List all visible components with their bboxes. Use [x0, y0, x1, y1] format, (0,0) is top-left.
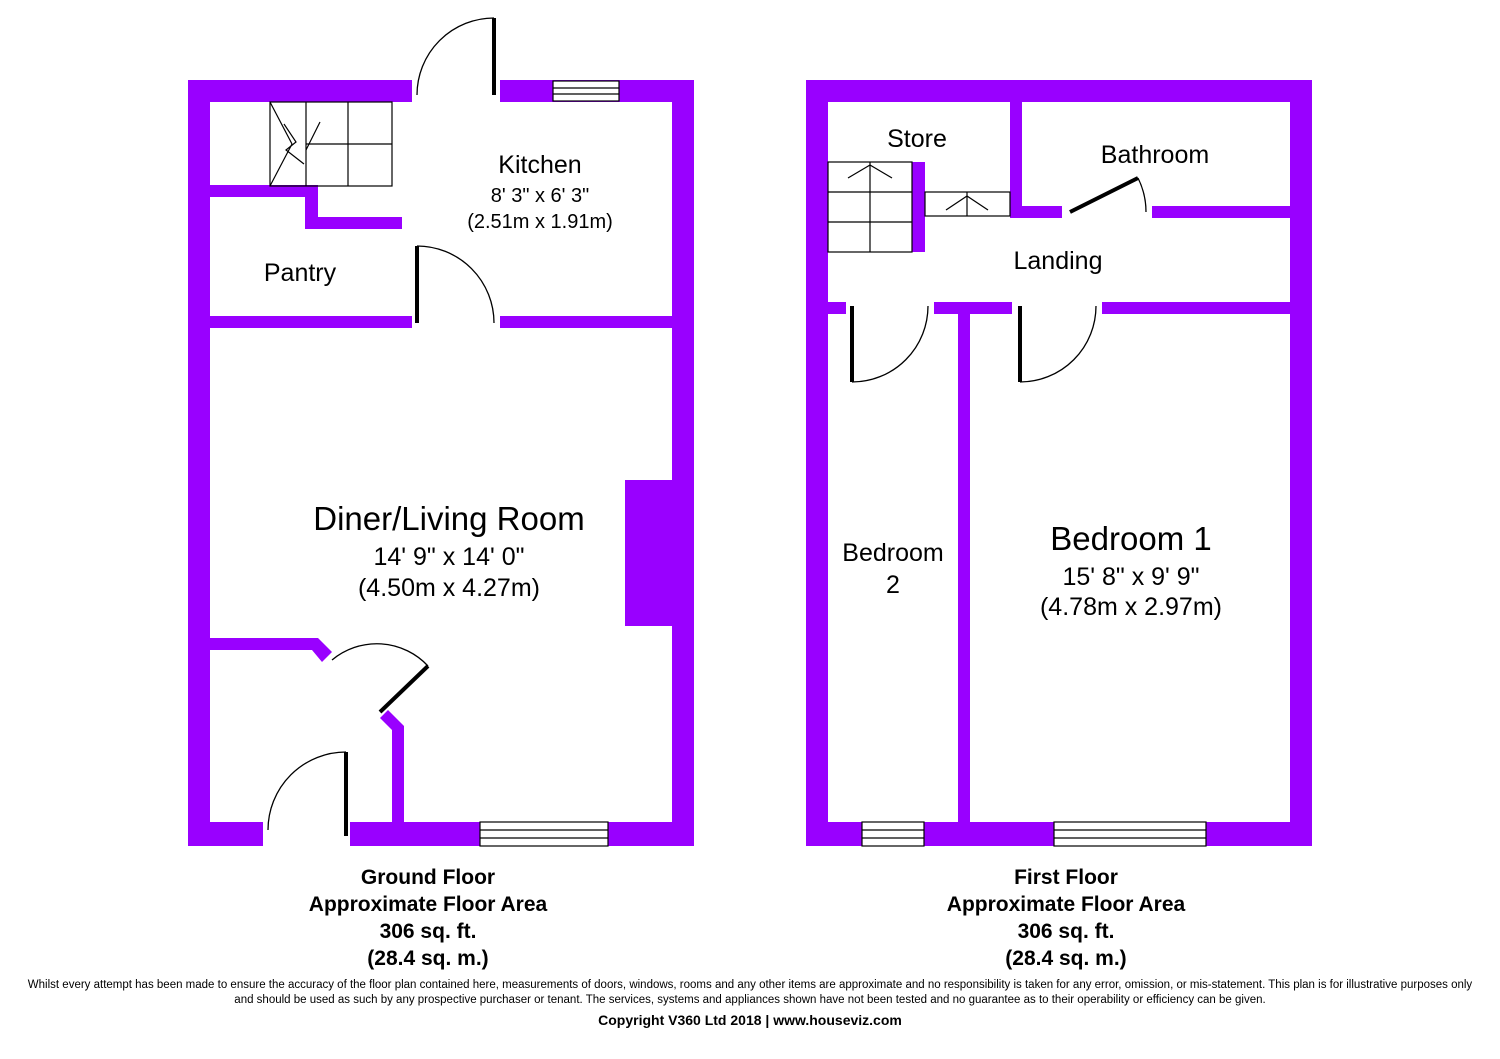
ff-wall-right [1290, 80, 1312, 846]
bedroom1-dims-imperial: 15' 8" x 9' 9" [1062, 563, 1199, 591]
first-floor-area-sqft: 306 sq. ft. [1017, 920, 1115, 943]
first-floor-area-label: Approximate Floor Area [946, 893, 1186, 916]
gf-wall-bottom-left [188, 822, 263, 846]
bedroom2-label-line1: Bedroom [842, 539, 943, 567]
gf-front-door [267, 751, 348, 836]
bedroom1-dims-metric: (4.78m x 2.97m) [1040, 593, 1222, 621]
gf-kitchen-wall [500, 316, 672, 328]
gf-porch-side-wall [380, 710, 404, 822]
ff-store-bath-wall [1010, 102, 1022, 216]
kitchen-dims-metric: (2.51m x 1.91m) [467, 211, 613, 233]
kitchen-dims-imperial: 8' 3" x 6' 3" [491, 185, 590, 207]
ground-floor-area-label: Approximate Floor Area [308, 893, 548, 916]
gf-porch-wall [210, 638, 332, 662]
ff-bath-wall-left [1010, 206, 1062, 218]
ff-landing-wall-a [828, 302, 846, 314]
ff-bedroom1-window [1053, 821, 1207, 847]
ground-floor-title: Ground Floor [360, 866, 496, 889]
first-floor-area-sqm: (28.4 sq. m.) [1005, 947, 1127, 970]
ground-floor-caption: Ground Floor Approximate Floor Area 306 … [228, 864, 628, 972]
gf-kitchen-back-door [416, 17, 496, 96]
gf-wall-right [672, 80, 694, 846]
ff-bedroom2-door [850, 305, 929, 383]
first-floor-title: First Floor [1014, 866, 1118, 889]
gf-understair-wall [210, 185, 318, 197]
bedroom1-label: Bedroom 1 [1050, 520, 1211, 557]
ff-landing-wall-b [934, 302, 1012, 314]
diner-dims-metric: (4.50m x 4.27m) [358, 574, 540, 602]
bathroom-label: Bathroom [1101, 141, 1209, 169]
gf-kitchen-window [552, 80, 620, 102]
ff-bathroom-door [1069, 176, 1147, 214]
diner-label: Diner/Living Room [313, 500, 584, 537]
copyright-text: Copyright V360 Ltd 2018 | www.houseviz.c… [598, 1012, 902, 1028]
ff-bedroom2-window [861, 821, 925, 847]
ff-staircase [827, 161, 1011, 253]
ff-bedroom1-door [1018, 305, 1097, 383]
ground-floor-plan: Kitchen 8' 3" x 6' 3" (2.51m x 1.91m) Pa… [188, 17, 694, 847]
gf-pantry-kitchen-wall [305, 217, 402, 229]
ff-landing-wall-c [1102, 302, 1290, 314]
pantry-label: Pantry [264, 259, 337, 287]
landing-label: Landing [1014, 247, 1103, 275]
ff-wall-top [806, 80, 1312, 102]
kitchen-label: Kitchen [498, 151, 581, 179]
ff-bedroom-partition [958, 314, 970, 822]
gf-chimney-breast [625, 480, 675, 626]
ff-store-stair-post [912, 162, 925, 252]
disclaimer-text: Whilst every attempt has been made to en… [27, 979, 1473, 1006]
bedroom2-label-line2: 2 [886, 571, 900, 599]
gf-wall-left [188, 80, 210, 846]
first-floor-plan: Store Bathroom Landing Bedroom 2 Bedroom… [806, 80, 1312, 847]
gf-pantry-door [415, 245, 495, 324]
ground-floor-area-sqft: 306 sq. ft. [379, 920, 477, 943]
gf-wall-top-left [188, 80, 412, 102]
diner-dims-imperial: 14' 9" x 14' 0" [373, 543, 524, 571]
gf-porch-inner-door [331, 643, 430, 714]
ground-floor-area-sqm: (28.4 sq. m.) [367, 947, 489, 970]
gf-staircase [269, 101, 393, 187]
ff-bath-wall-right [1152, 206, 1290, 218]
gf-front-window [479, 821, 609, 847]
store-label: Store [887, 125, 947, 153]
ff-wall-left [806, 80, 828, 846]
gf-pantry-wall [210, 316, 412, 328]
first-floor-caption: First Floor Approximate Floor Area 306 s… [866, 864, 1266, 972]
